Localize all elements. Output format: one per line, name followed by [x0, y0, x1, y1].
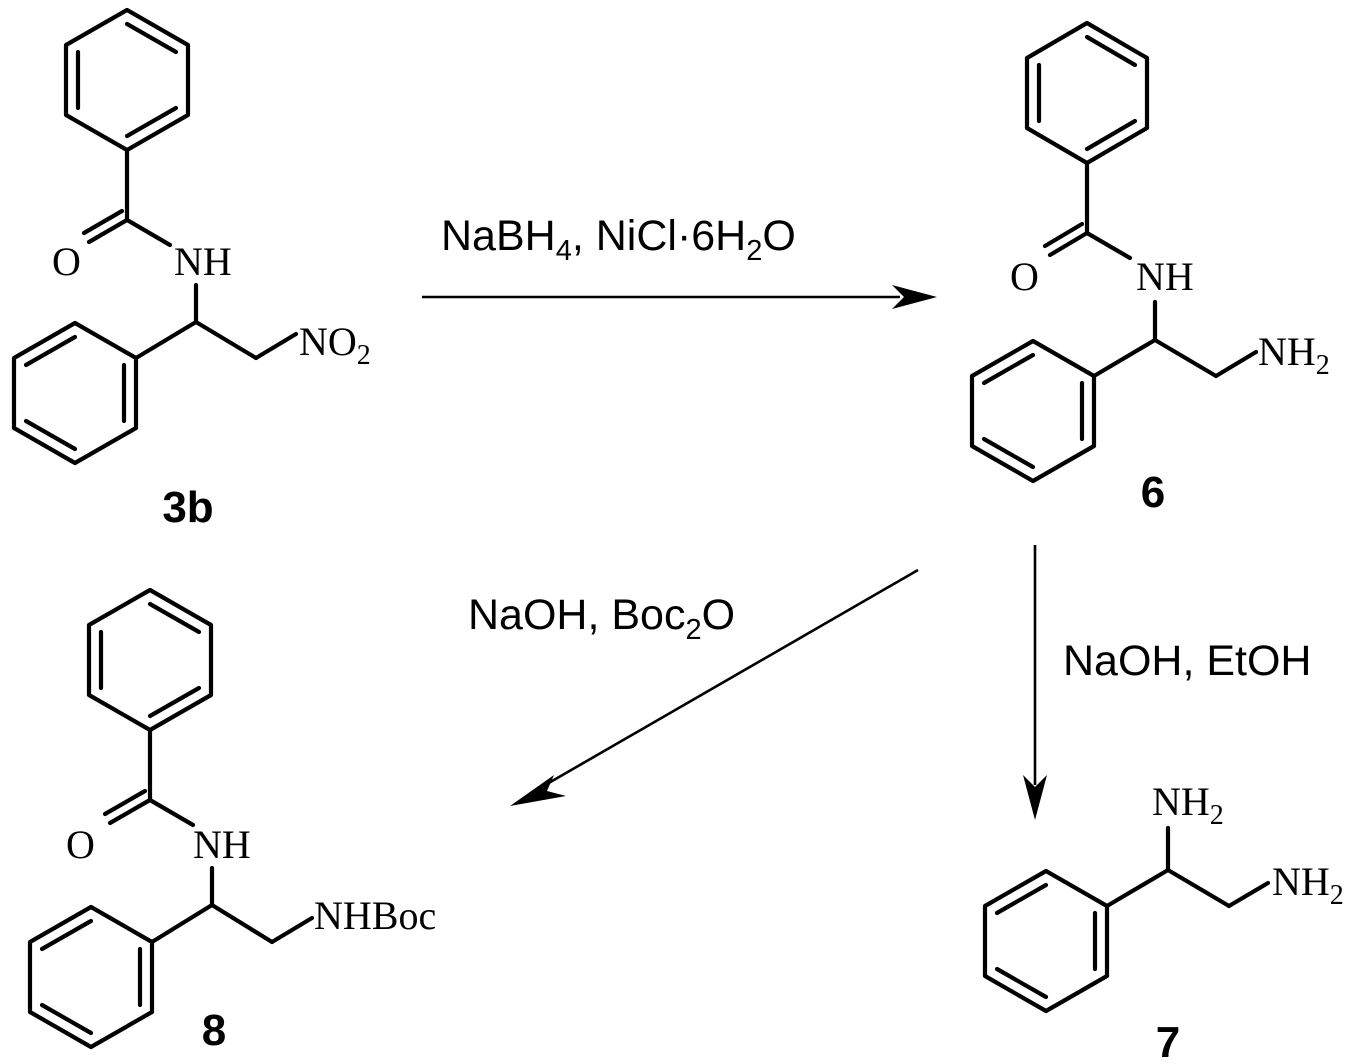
carbonyl-oxygen: O: [52, 239, 81, 284]
reaction-arrow-2: [510, 568, 919, 806]
reaction-arrow-1: [422, 285, 937, 309]
compound-8: O NH NHBoc 8: [27, 587, 436, 1055]
compound-label-6: 6: [1141, 468, 1165, 517]
chain-bonds: [1104, 825, 1271, 909]
amide-bonds: [102, 727, 196, 828]
phenyl-ring: [982, 868, 1110, 1014]
amide-bonds: [1042, 160, 1133, 261]
compound-label-3b: 3b: [162, 483, 213, 532]
nhboc-group: NHBoc: [314, 893, 436, 938]
chain-bonds: [133, 282, 299, 361]
compound-6: O NH NH2 6: [969, 20, 1330, 517]
reaction-arrow-3: [1023, 545, 1047, 820]
benzoyl-ring: [86, 587, 214, 733]
chain-bonds: [149, 865, 315, 945]
compound-label-7: 7: [1156, 1018, 1180, 1064]
amine-nh2: NH2: [1258, 329, 1330, 381]
phenyl-ring: [11, 320, 139, 466]
nitro-group: NO2: [299, 319, 371, 371]
reagents-step-2: NaOH, Boc2O: [468, 591, 735, 646]
phenyl-ring: [27, 904, 155, 1050]
reagents-step-1: NaBH4, NiCl·6H2O: [441, 212, 796, 267]
chain-bonds: [1091, 299, 1259, 379]
compound-7: NH2 NH2 7: [982, 779, 1344, 1064]
amide-bonds: [81, 147, 173, 248]
reagents-step-3: NaOH, EtOH: [1063, 637, 1312, 685]
compound-3b: O NH NO2 3b: [11, 7, 371, 532]
amide-nh: NH: [193, 822, 251, 867]
benzoyl-ring: [1024, 20, 1150, 166]
benzoyl-ring: [63, 7, 191, 153]
amide-nh: NH: [1136, 254, 1194, 299]
amine-nh2-top: NH2: [1152, 779, 1224, 831]
compound-label-8: 8: [202, 1006, 226, 1055]
carbonyl-oxygen: O: [1010, 254, 1039, 299]
amine-nh2-terminal: NH2: [1272, 859, 1344, 911]
carbonyl-oxygen: O: [66, 822, 95, 867]
amide-nh: NH: [174, 239, 232, 284]
phenyl-ring: [969, 338, 1097, 484]
